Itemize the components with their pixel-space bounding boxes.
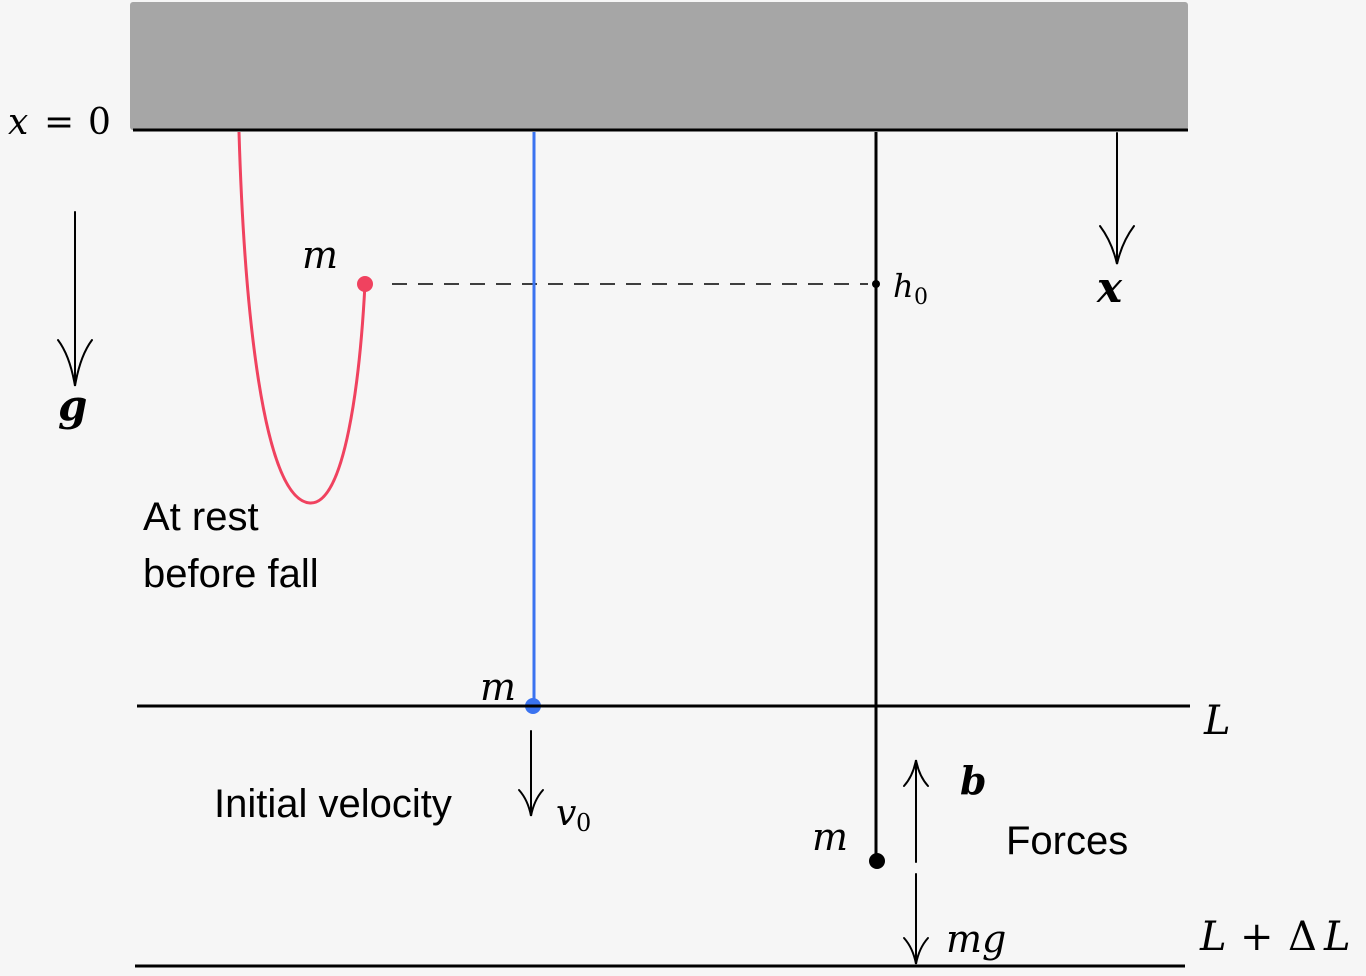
gravity-label: g <box>58 381 87 430</box>
height-marker-dot <box>872 280 880 288</box>
ceiling-block <box>130 2 1188 130</box>
weight-force-label: mg <box>946 917 1006 961</box>
caption-rest-line2: before fall <box>143 552 319 596</box>
mass-at-rest-label: m <box>302 233 338 277</box>
mass-at-rest-dot <box>357 276 373 292</box>
weight-force-arrow <box>903 873 929 965</box>
origin-eq: = <box>44 102 74 143</box>
mass-forces-dot <box>869 853 885 869</box>
origin-val: 0 <box>88 102 111 143</box>
origin-var: x <box>8 102 28 143</box>
mass-falling-label: m <box>480 665 516 709</box>
caption-forces: Forces <box>1006 819 1128 863</box>
extended-length-L: L <box>1199 914 1227 960</box>
x-axis-arrow <box>1099 132 1135 265</box>
extended-length-label: L + Δ L <box>1199 914 1351 960</box>
caption-rest-line1: At rest <box>143 495 259 539</box>
x-axis-label: x <box>1096 263 1123 312</box>
extended-length-plus: + <box>1240 914 1274 960</box>
spring-force-label: b <box>960 758 987 803</box>
velocity-label-base: v <box>556 793 576 834</box>
velocity-label: v 0 <box>556 793 591 837</box>
height-label-base: h <box>893 267 914 305</box>
height-label-sub: 0 <box>914 285 928 310</box>
extended-length-L2: L <box>1323 914 1351 960</box>
origin-label: x = 0 <box>8 102 111 143</box>
extended-length-delta: Δ <box>1288 914 1317 960</box>
spring-force-arrow <box>903 759 929 863</box>
height-label: h 0 <box>893 267 928 310</box>
velocity-arrow <box>518 730 544 817</box>
natural-length-label: L <box>1203 698 1231 744</box>
gravity-arrow <box>57 211 93 387</box>
mass-forces-label: m <box>812 815 848 859</box>
velocity-label-sub: 0 <box>576 809 591 837</box>
caption-velocity: Initial velocity <box>214 782 452 826</box>
rope-at-rest <box>237 131 367 505</box>
